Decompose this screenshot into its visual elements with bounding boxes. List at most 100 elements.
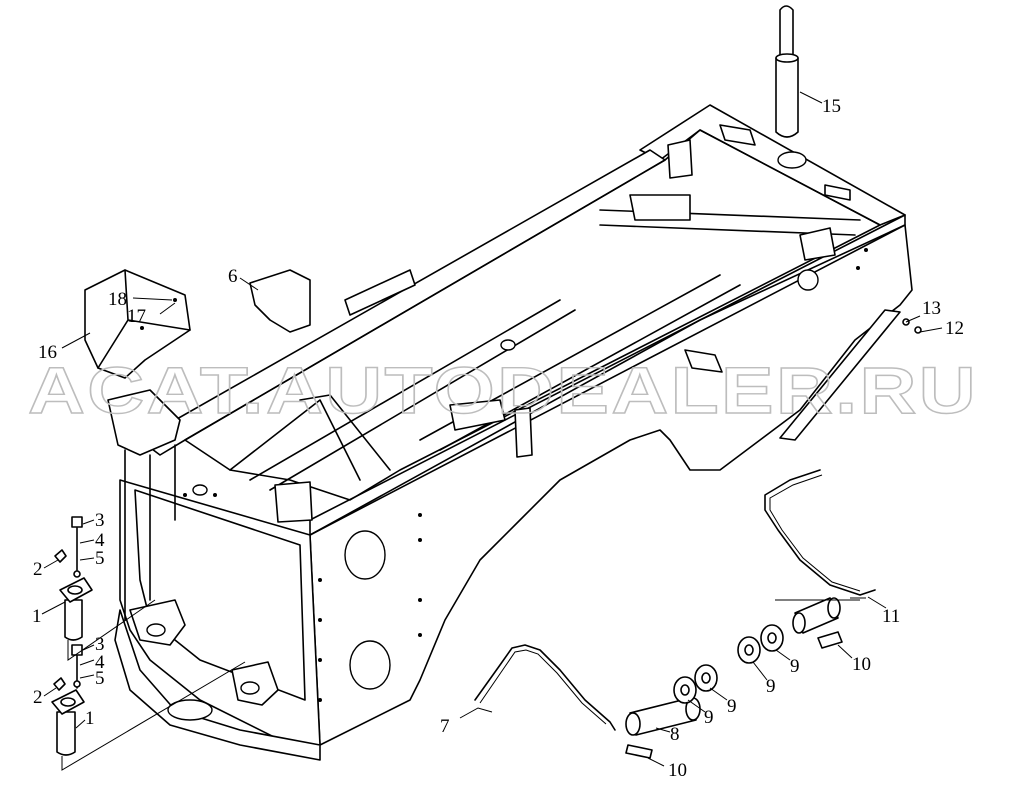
front-lug-upper — [129, 599, 186, 646]
leader-13 — [905, 315, 921, 323]
part-11-rod — [764, 469, 876, 596]
lug-right — [799, 227, 836, 261]
leader-5a — [79, 557, 95, 561]
callout-6: 6 — [228, 266, 238, 287]
callout-4b: 4 — [95, 652, 105, 673]
leader-16 — [61, 332, 91, 349]
callout-12: 12 — [945, 318, 964, 339]
leader-5b — [79, 674, 95, 679]
part-11-rod-b — [769, 474, 861, 592]
leader-9a — [687, 699, 706, 713]
leader-9b — [709, 687, 728, 701]
part-9-washers — [673, 624, 784, 704]
bracket-mid-3 — [274, 481, 313, 523]
assembly-line-lower — [61, 661, 246, 771]
leader-6 — [239, 277, 259, 291]
callout-16: 16 — [38, 342, 57, 363]
callout-5b: 5 — [95, 668, 105, 689]
part-8-pin-lower — [625, 697, 701, 736]
leader-3b — [82, 644, 95, 651]
leader-1b — [75, 719, 86, 729]
pad-floor — [629, 194, 691, 221]
part-8-pin-upper — [792, 597, 841, 634]
frame-front-post-leg — [124, 444, 176, 621]
frame-hole-2 — [349, 640, 391, 690]
leader-2b — [43, 687, 57, 697]
leader-11 — [850, 596, 887, 609]
leader-18 — [132, 297, 173, 301]
callout-10b: 10 — [668, 760, 687, 781]
frame-cross-1 — [249, 299, 576, 491]
bracket-mid-1 — [344, 269, 416, 316]
leader-2a — [43, 559, 59, 569]
callout-9b: 9 — [766, 676, 776, 697]
callout-1b: 1 — [85, 708, 95, 729]
part-1-pin-upper — [59, 577, 93, 641]
leader-4a — [79, 539, 95, 544]
leader-9d — [775, 649, 791, 661]
frame-diagonal — [229, 394, 391, 481]
callout-10a: 10 — [852, 654, 871, 675]
callout-15: 15 — [822, 96, 841, 117]
frame-bottom-flange — [114, 609, 321, 761]
callout-11: 11 — [882, 606, 900, 627]
callout-2a: 2 — [33, 559, 43, 580]
part-12-13-bolts — [902, 318, 922, 334]
frame-hole-5 — [500, 339, 516, 351]
part-7-rod-b — [479, 649, 607, 725]
callout-1a: 1 — [32, 606, 42, 627]
leader-15 — [799, 91, 823, 104]
leader-10b — [647, 757, 665, 767]
lug-rear — [667, 139, 693, 179]
frame-right-wall — [309, 224, 913, 746]
leader-7 — [459, 707, 493, 719]
callout-17: 17 — [127, 306, 146, 327]
part-7-rod — [474, 644, 616, 731]
callout-8: 8 — [670, 724, 680, 745]
part-2-5-hardware-upper — [54, 516, 83, 578]
bracket-rear-2 — [824, 184, 851, 201]
part-1-pin-lower — [51, 689, 85, 756]
frame-bolt-dots — [183, 248, 868, 702]
leader-17 — [159, 302, 176, 315]
callout-2b: 2 — [33, 687, 43, 708]
leader-12 — [919, 327, 943, 333]
callout-7: 7 — [440, 716, 450, 737]
pivot-block — [684, 349, 723, 373]
frame-top-rail-right — [309, 214, 906, 536]
callout-4a: 4 — [95, 530, 105, 551]
leader-9c — [752, 661, 768, 681]
part-bar-right — [779, 309, 901, 441]
leader-3a — [82, 519, 95, 525]
callout-5a: 5 — [95, 548, 105, 569]
assembly-line-upper — [67, 599, 156, 661]
watermark: ACAT.AUTODEALER.RU — [28, 353, 978, 427]
leader-10a — [837, 644, 853, 659]
frame-hole-15 — [777, 151, 807, 169]
part-10-plates — [625, 631, 843, 759]
leader-4b — [79, 659, 95, 666]
part-16-cover — [84, 269, 191, 379]
bracket-mid-2 — [449, 399, 506, 431]
leader-1a — [41, 601, 66, 615]
leader-8 — [655, 727, 671, 733]
callout-9d: 9 — [704, 707, 714, 728]
frame-front-inner — [134, 489, 306, 701]
part-15-lock-pin — [775, 5, 799, 138]
callout-3a: 3 — [95, 510, 105, 531]
frame-hole-6 — [167, 699, 213, 721]
bracket-6 — [249, 269, 311, 333]
callout-9a: 9 — [790, 656, 800, 677]
plate-vertical — [514, 407, 533, 458]
callout-18: 18 — [108, 289, 127, 310]
frame-hole-1 — [344, 530, 386, 580]
frame-hole-3 — [797, 269, 819, 291]
callout-13: 13 — [922, 298, 941, 319]
callout-labels: 15 6 18 17 16 13 12 3 4 5 2 1 3 4 5 2 1 … — [32, 96, 964, 781]
frame-front-post — [107, 389, 181, 456]
callout-9c: 9 — [727, 696, 737, 717]
bracket-rear-1 — [719, 124, 756, 146]
frame-hole-4 — [192, 484, 208, 496]
